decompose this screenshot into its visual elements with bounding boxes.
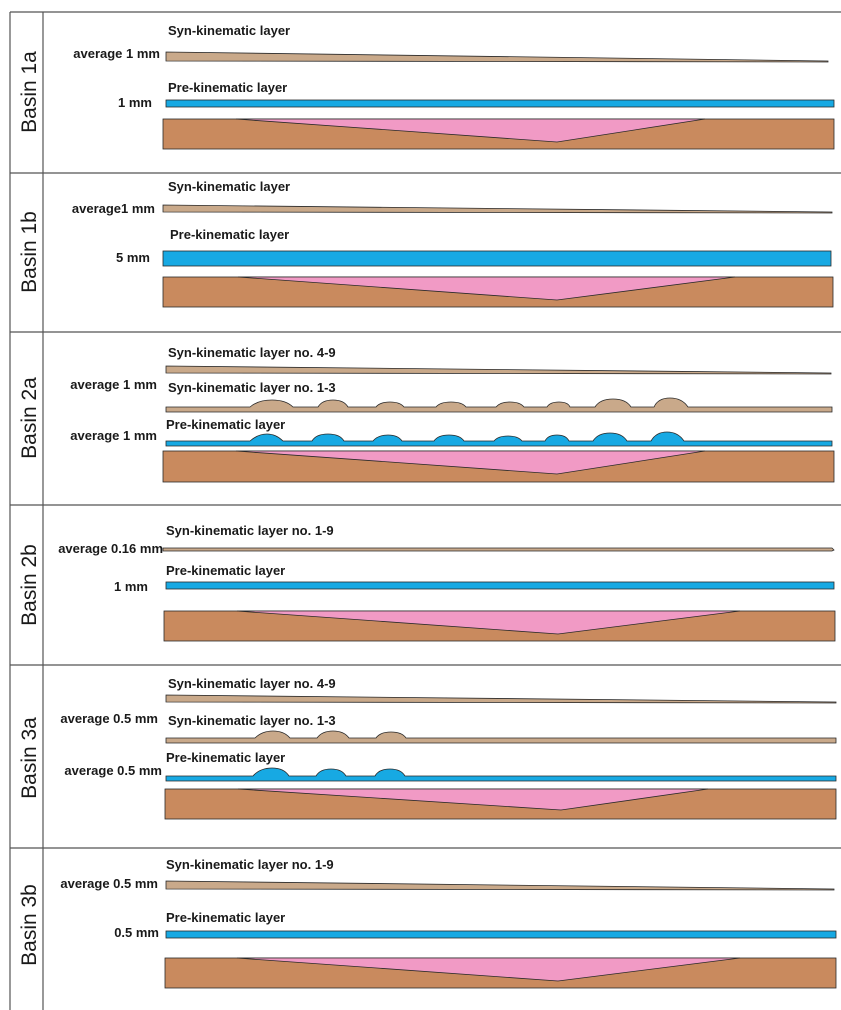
basin-fill: [236, 610, 741, 635]
syn-kinematic-layer: [162, 204, 833, 214]
panel-basin-3a: Basin 3a Syn-kinematic layer no. 4-9 ave…: [18, 676, 837, 820]
syn-kinematic-layer: [165, 51, 829, 63]
basin-label: Basin 1b: [18, 211, 41, 293]
syn-thickness-label: average 0.16 mm: [58, 541, 163, 556]
pre-kinematic-layer: [165, 767, 837, 782]
pre-kinematic-layer: [165, 431, 833, 447]
basin-label: Basin 2a: [18, 377, 41, 459]
pre-kinematic-layer: [165, 99, 835, 108]
basin-fill: [237, 788, 709, 811]
syn-thickness-label: average 0.5 mm: [60, 711, 158, 726]
pre-layer-label: Pre-kinematic layer: [170, 227, 289, 242]
basin-label: Basin 2b: [18, 544, 41, 626]
basin-label: Basin 1a: [18, 51, 41, 133]
panel-basin-1a: Basin 1a Syn-kinematic layer average 1 m…: [18, 23, 835, 150]
pre-layer-label: Pre-kinematic layer: [166, 910, 285, 925]
pre-thickness-label: 1 mm: [114, 579, 148, 594]
pre-kinematic-layer: [165, 930, 837, 939]
pre-thickness-label: average 0.5 mm: [64, 763, 162, 778]
syn-kinematic-layer-lower: [165, 730, 837, 744]
pre-layer-label: Pre-kinematic layer: [166, 417, 285, 432]
panel-basin-2a: Basin 2a Syn-kinematic layer no. 4-9 ave…: [18, 345, 835, 483]
syn-upper-layer-label: Syn-kinematic layer no. 4-9: [168, 345, 336, 360]
syn-thickness-label: average 1 mm: [70, 377, 157, 392]
pre-thickness-label: 5 mm: [116, 250, 150, 265]
pre-kinematic-layer: [162, 250, 832, 267]
syn-layer-label: Syn-kinematic layer: [168, 179, 290, 194]
syn-kinematic-layer-lower: [165, 397, 833, 413]
panel-basin-1b: Basin 1b Syn-kinematic layer average1 mm…: [18, 179, 834, 308]
syn-kinematic-layer-upper: [165, 694, 837, 704]
syn-kinematic-layer: [162, 547, 835, 552]
syn-lower-layer-label: Syn-kinematic layer no. 1-3: [168, 713, 336, 728]
basin-label: Basin 3a: [18, 717, 41, 799]
syn-lower-layer-label: Syn-kinematic layer no. 1-3: [168, 380, 336, 395]
syn-layer-label: Syn-kinematic layer no. 1-9: [166, 857, 334, 872]
panel-basin-3b: Basin 3b Syn-kinematic layer no. 1-9 ave…: [18, 857, 837, 989]
basin-label: Basin 3b: [18, 884, 41, 966]
syn-kinematic-layer: [165, 880, 835, 891]
panel-grid: [9, 11, 841, 1010]
pre-kinematic-layer: [165, 581, 835, 590]
pre-thickness-label: 1 mm: [118, 95, 152, 110]
pre-layer-label: Pre-kinematic layer: [166, 563, 285, 578]
panel-basin-2b: Basin 2b Syn-kinematic layer no. 1-9 ave…: [18, 523, 836, 642]
basin-fill: [236, 957, 741, 982]
syn-thickness-label: average 1 mm: [73, 46, 160, 61]
syn-layer-label: Syn-kinematic layer no. 1-9: [166, 523, 334, 538]
pre-thickness-label: average 1 mm: [70, 428, 157, 443]
syn-kinematic-layer-upper: [165, 365, 832, 375]
basin-fill: [235, 450, 706, 475]
basin-fill: [237, 276, 736, 301]
syn-layer-label: Syn-kinematic layer: [168, 23, 290, 38]
pre-layer-label: Pre-kinematic layer: [166, 750, 285, 765]
pre-layer-label: Pre-kinematic layer: [168, 80, 287, 95]
syn-upper-layer-label: Syn-kinematic layer no. 4-9: [168, 676, 336, 691]
syn-thickness-label: average 0.5 mm: [60, 876, 158, 891]
syn-thickness-label: average1 mm: [72, 201, 155, 216]
basin-fill: [235, 118, 706, 143]
pre-thickness-label: 0.5 mm: [114, 925, 159, 940]
